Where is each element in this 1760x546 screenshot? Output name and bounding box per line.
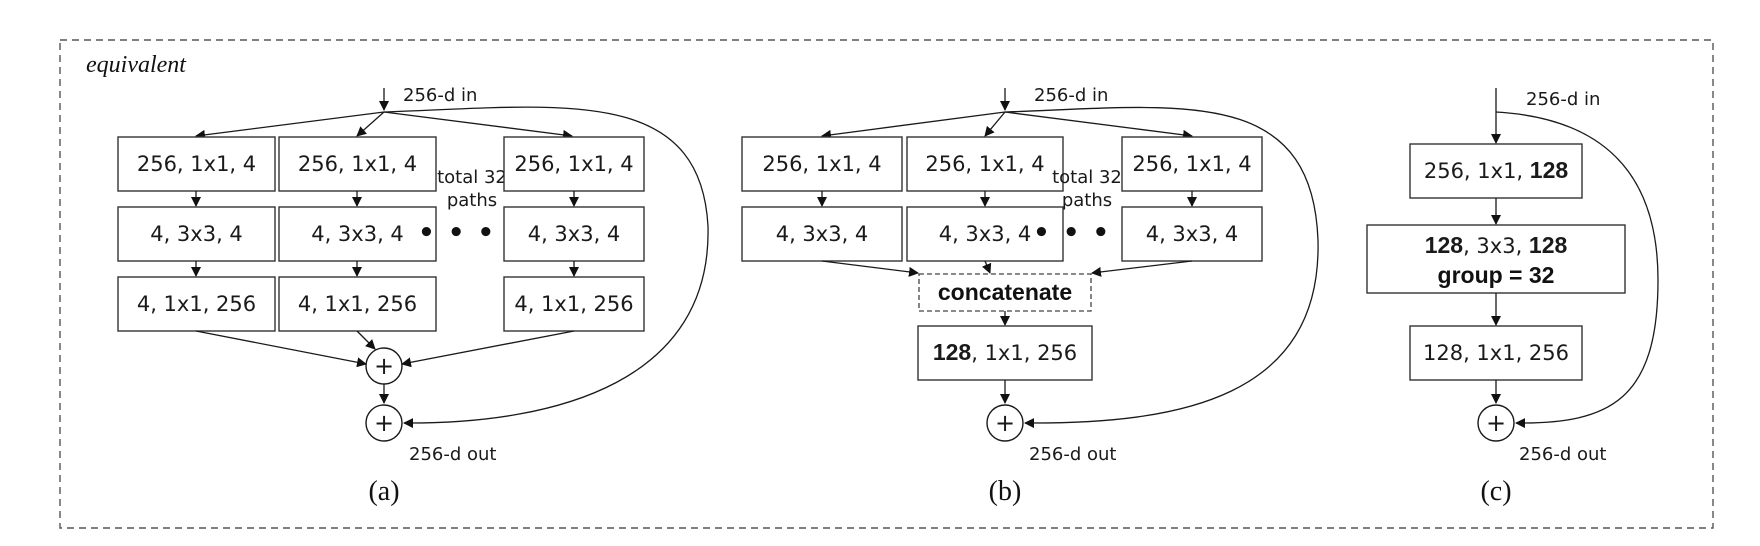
a-merge-edge-2 bbox=[356, 330, 376, 350]
c-box2-bold-a: 128 bbox=[1425, 232, 1464, 258]
equivalent-frame bbox=[59, 39, 1714, 529]
b-col3-box2 bbox=[1121, 206, 1263, 262]
a-col3-box3 bbox=[503, 276, 645, 332]
c-output-label: 256-d out bbox=[1519, 444, 1606, 465]
b-col3-box1-label: 256, 1x1, 4 bbox=[1132, 152, 1251, 176]
b-fanout-edge-2 bbox=[984, 111, 1006, 137]
b-concat-edge-2 bbox=[981, 260, 992, 274]
a-shortcut-edge bbox=[383, 106, 709, 429]
a-sum-node-2 bbox=[365, 404, 403, 442]
b-col2-box1 bbox=[906, 136, 1064, 192]
b-col1-box2-label: 4, 3x3, 4 bbox=[776, 222, 869, 246]
c-shortcut-edge bbox=[1495, 111, 1659, 429]
b-col3-box2-label: 4, 3x3, 4 bbox=[1146, 222, 1239, 246]
a-sum-node-1-label: + bbox=[374, 352, 394, 380]
a-col3-box3-label: 4, 1x1, 256 bbox=[514, 292, 633, 316]
b-input-label: 256-d in bbox=[1034, 85, 1108, 106]
a-fanout-edge-3 bbox=[383, 111, 573, 140]
b-final-label-rest: , 1x1, 256 bbox=[971, 341, 1077, 365]
c-caption: (c) bbox=[1480, 476, 1511, 507]
b-col1-box1 bbox=[741, 136, 903, 192]
b-final-label-bold: 128 bbox=[933, 339, 972, 365]
a-col2-box1-label: 256, 1x1, 4 bbox=[298, 152, 417, 176]
c-box1-label: 256, 1x1, 128 bbox=[1424, 157, 1569, 183]
c-box2-plain: , 3x3, bbox=[1463, 234, 1529, 258]
a-paths-note-line2: paths bbox=[447, 190, 497, 211]
b-col1-box1-label: 256, 1x1, 4 bbox=[762, 152, 881, 176]
panel-a: 256-d in 256, 1x1, 4 4, 3x3, 4 4, 1x1, 2… bbox=[117, 85, 709, 507]
b-fanout-edge-3 bbox=[1004, 111, 1193, 140]
b-fanout-edge-1 bbox=[821, 111, 1006, 140]
b-final-box bbox=[917, 325, 1093, 381]
b-concatenate-box bbox=[918, 273, 1092, 312]
a-fanout-edge-1 bbox=[195, 111, 385, 140]
b-sum-node-label: + bbox=[995, 409, 1015, 437]
b-paths-note-line1: total 32 bbox=[1052, 167, 1122, 188]
c-box1-label-bold: 128 bbox=[1530, 157, 1569, 183]
b-paths-note-line2: paths bbox=[1062, 190, 1112, 211]
c-box2-label-line2: group = 32 bbox=[1438, 262, 1555, 288]
b-concat-edge-3 bbox=[1091, 260, 1193, 277]
b-col1-box2 bbox=[741, 206, 903, 262]
c-box2-label-line1: 128, 3x3, 128 bbox=[1425, 232, 1568, 258]
b-output-label: 256-d out bbox=[1029, 444, 1116, 465]
a-col3-box1 bbox=[503, 136, 645, 192]
a-input-label: 256-d in bbox=[403, 85, 477, 106]
a-output-label: 256-d out bbox=[409, 444, 496, 465]
a-col1-box3 bbox=[117, 276, 276, 332]
b-final-label: 128, 1x1, 256 bbox=[933, 339, 1077, 365]
c-input-label: 256-d in bbox=[1526, 89, 1600, 110]
a-fanout-edge-2 bbox=[356, 111, 385, 137]
c-sum-node bbox=[1477, 404, 1515, 442]
a-col1-box3-label: 4, 1x1, 256 bbox=[137, 292, 256, 316]
b-caption: (b) bbox=[989, 476, 1022, 507]
b-concat-edge-1 bbox=[821, 260, 919, 277]
a-col1-box2 bbox=[117, 206, 276, 262]
b-concatenate-label: concatenate bbox=[938, 279, 1072, 305]
a-col2-box2 bbox=[278, 206, 437, 262]
a-merge-edge-3 bbox=[401, 330, 575, 368]
a-col2-box1 bbox=[278, 136, 437, 192]
panel-b: 256-d in 256, 1x1, 4 4, 3x3, 4 256, 1x1,… bbox=[741, 85, 1319, 507]
a-col1-box1 bbox=[117, 136, 276, 192]
a-col2-box3 bbox=[278, 276, 437, 332]
a-col3-box2-label: 4, 3x3, 4 bbox=[528, 222, 621, 246]
c-box2 bbox=[1366, 224, 1626, 294]
a-col3-box1-label: 256, 1x1, 4 bbox=[514, 152, 633, 176]
b-shortcut-edge bbox=[1004, 106, 1319, 429]
panel-c: 256-d in 256, 1x1, 128 128, 3x3, 128 gro… bbox=[1366, 88, 1659, 507]
frame-label: equivalent bbox=[86, 52, 187, 78]
b-sum-node bbox=[986, 404, 1024, 442]
c-box3 bbox=[1409, 325, 1583, 381]
b-col2-box2-label: 4, 3x3, 4 bbox=[939, 222, 1032, 246]
a-sum-node-2-label: + bbox=[374, 409, 394, 437]
a-caption: (a) bbox=[368, 476, 399, 507]
a-paths-note-line1: total 32 bbox=[437, 167, 507, 188]
b-col3-box1 bbox=[1121, 136, 1263, 192]
c-box2-bold-b: 128 bbox=[1529, 232, 1568, 258]
c-sum-node-label: + bbox=[1486, 409, 1506, 437]
a-col1-box2-label: 4, 3x3, 4 bbox=[150, 222, 243, 246]
a-merge-edge-1 bbox=[195, 330, 367, 368]
b-col2-box1-label: 256, 1x1, 4 bbox=[925, 152, 1044, 176]
a-col2-box3-label: 4, 1x1, 256 bbox=[298, 292, 417, 316]
a-col1-box1-label: 256, 1x1, 4 bbox=[137, 152, 256, 176]
c-box3-label: 128, 1x1, 256 bbox=[1423, 341, 1569, 365]
b-ellipsis: • • • • bbox=[1033, 218, 1141, 248]
a-col3-box2 bbox=[503, 206, 645, 262]
c-box1-label-plain: 256, 1x1, bbox=[1424, 159, 1530, 183]
b-col2-box2 bbox=[906, 206, 1064, 262]
a-col2-box2-label: 4, 3x3, 4 bbox=[311, 222, 404, 246]
